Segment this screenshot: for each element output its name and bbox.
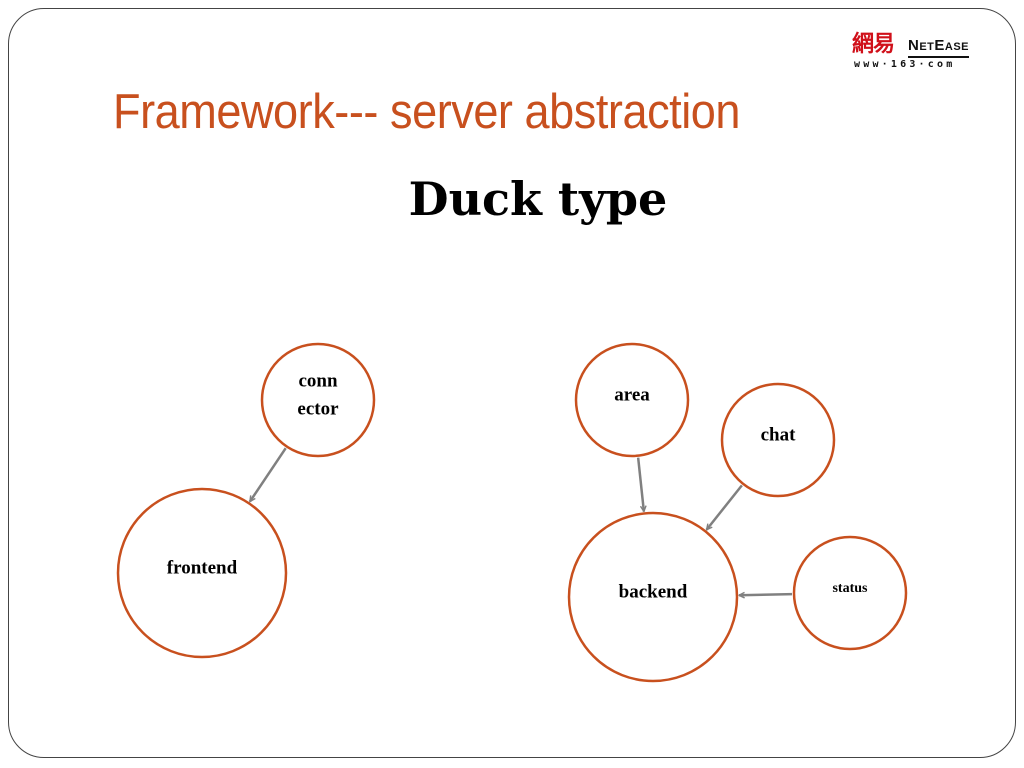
node-label-backend: backend (619, 581, 688, 602)
slide-title: Framework--- server abstraction (113, 85, 741, 139)
node-status: status (792, 535, 908, 651)
node-label-frontend: frontend (167, 557, 238, 578)
node-circle-status (792, 535, 908, 651)
node-label-status: status (832, 581, 868, 596)
edge-status-to-backend (739, 594, 793, 595)
edge-area-to-backend (636, 457, 644, 512)
node-circle-chat (720, 382, 836, 498)
node-backend: backend (567, 511, 739, 683)
node-label-chat: chat (761, 424, 797, 445)
node-area: area (574, 342, 690, 458)
node-label-connector: conn (298, 370, 338, 391)
nodes-layer: conn ector frontend area chat backend status (116, 342, 908, 683)
netease-logo: 網易 NetEase www·163·com (852, 32, 976, 74)
logo-chinese: 網易 (852, 32, 895, 57)
node-chat: chat (720, 382, 836, 498)
node-connector: conn ector (260, 342, 376, 458)
node-label-area: area (614, 384, 650, 405)
logo-url: www·163·com (854, 59, 956, 70)
node-circle-frontend (116, 487, 288, 659)
slide-frame (8, 8, 1016, 758)
slide-subtitle: Duck type (408, 172, 668, 226)
node-circle-area (574, 342, 690, 458)
node-label-connector: ector (297, 398, 339, 419)
edge-connector-to-frontend (248, 447, 287, 501)
node-circle-backend (567, 511, 739, 683)
edges-layer (248, 447, 793, 595)
logo-english: NetEase (908, 37, 970, 58)
node-circle-connector (260, 342, 376, 458)
node-frontend: frontend (116, 487, 288, 659)
edge-chat-to-backend (705, 484, 743, 529)
